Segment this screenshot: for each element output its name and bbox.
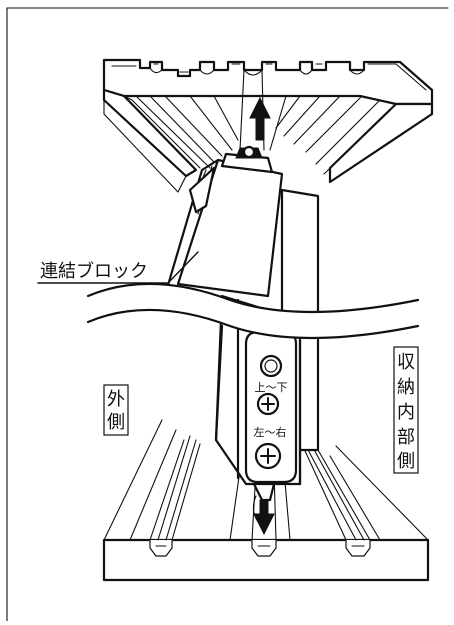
svg-text:収: 収 [397,352,415,373]
bottom-rail [102,419,430,582]
top-rail [102,58,434,193]
block-label: 連結ブロック [40,260,148,282]
outside-label: 外 側 [103,384,129,436]
storage-side-label: 収 納 内 部 側 [393,346,419,474]
svg-text:部: 部 [397,427,415,448]
left-right-label: 左〜右 [254,425,287,439]
down-arrow-icon [252,495,275,536]
svg-text:外: 外 [107,389,125,410]
svg-text:側: 側 [107,412,125,433]
svg-text:内: 内 [397,402,415,423]
up-down-label: 上〜下 [255,381,288,394]
svg-text:側: 側 [397,451,415,472]
break-band [86,282,420,340]
svg-text:納: 納 [397,377,415,398]
housing-edge [214,324,224,442]
door-panel [164,145,320,502]
up-arrow-icon [249,96,271,141]
